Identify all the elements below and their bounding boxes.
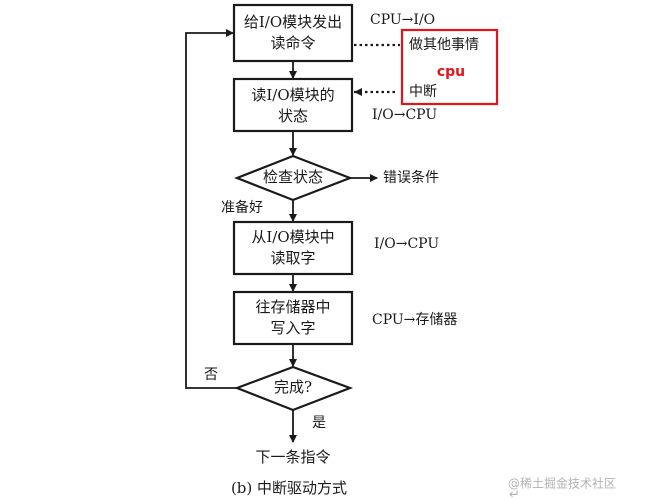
node-write-memory-line1: 往存储器中 <box>255 298 330 316</box>
node-next-instruction: 下一条指令 <box>255 448 330 466</box>
label-do-other-work: 做其他事情 <box>409 37 479 53</box>
label-cpu-to-memory: CPU→存储器 <box>372 312 457 328</box>
decision-check-status: 检查状态 <box>233 154 354 202</box>
node-read-status-line2: 状态 <box>278 107 308 125</box>
watermark: @稀土掘金技术社区 <box>508 476 616 491</box>
label-ready: 准备好 <box>221 199 263 216</box>
label-io-to-cpu-2: I/O→CPU <box>374 236 439 252</box>
label-io-to-cpu-1: I/O→CPU <box>372 107 437 123</box>
dotted-connectors <box>354 43 400 94</box>
node-send-read-command-line2: 读命令 <box>270 34 315 52</box>
interrupt-arrowhead <box>354 88 362 96</box>
label-no: 否 <box>204 367 218 383</box>
node-read-word-line2: 读取字 <box>270 249 315 267</box>
node-send-read-command-line1: 给I/O模块发出 <box>244 13 342 31</box>
arrow-loop-back <box>185 29 237 389</box>
node-read-word: 从I/O模块中 读取字 <box>232 220 354 276</box>
label-error-condition: 错误条件 <box>383 169 439 186</box>
flow-arrows <box>185 29 378 443</box>
decision-done: 完成? <box>233 365 354 412</box>
decision-done-label: 完成? <box>274 378 312 396</box>
figure-caption: (b) 中断驱动方式 <box>231 479 347 497</box>
decision-check-status-label: 检查状态 <box>263 168 323 186</box>
cpu-annotation-text: cpu <box>437 64 465 80</box>
cpu-annotation: cpu <box>400 28 499 106</box>
node-read-status: 读I/O模块的 状态 <box>232 77 354 133</box>
return-icon: ↵ <box>509 488 520 499</box>
label-yes: 是 <box>312 415 326 431</box>
node-read-status-line1: 读I/O模块的 <box>251 86 334 104</box>
cpu-annotation-box <box>400 28 499 106</box>
label-interrupt: 中断 <box>409 84 437 100</box>
node-write-memory: 往存储器中 写入字 <box>232 290 354 346</box>
node-write-memory-line2: 写入字 <box>270 319 315 337</box>
label-cpu-to-io: CPU→I/O <box>370 12 435 28</box>
node-read-word-line1: 从I/O模块中 <box>251 228 334 246</box>
node-send-read-command: 给I/O模块发出 读命令 <box>232 3 354 63</box>
